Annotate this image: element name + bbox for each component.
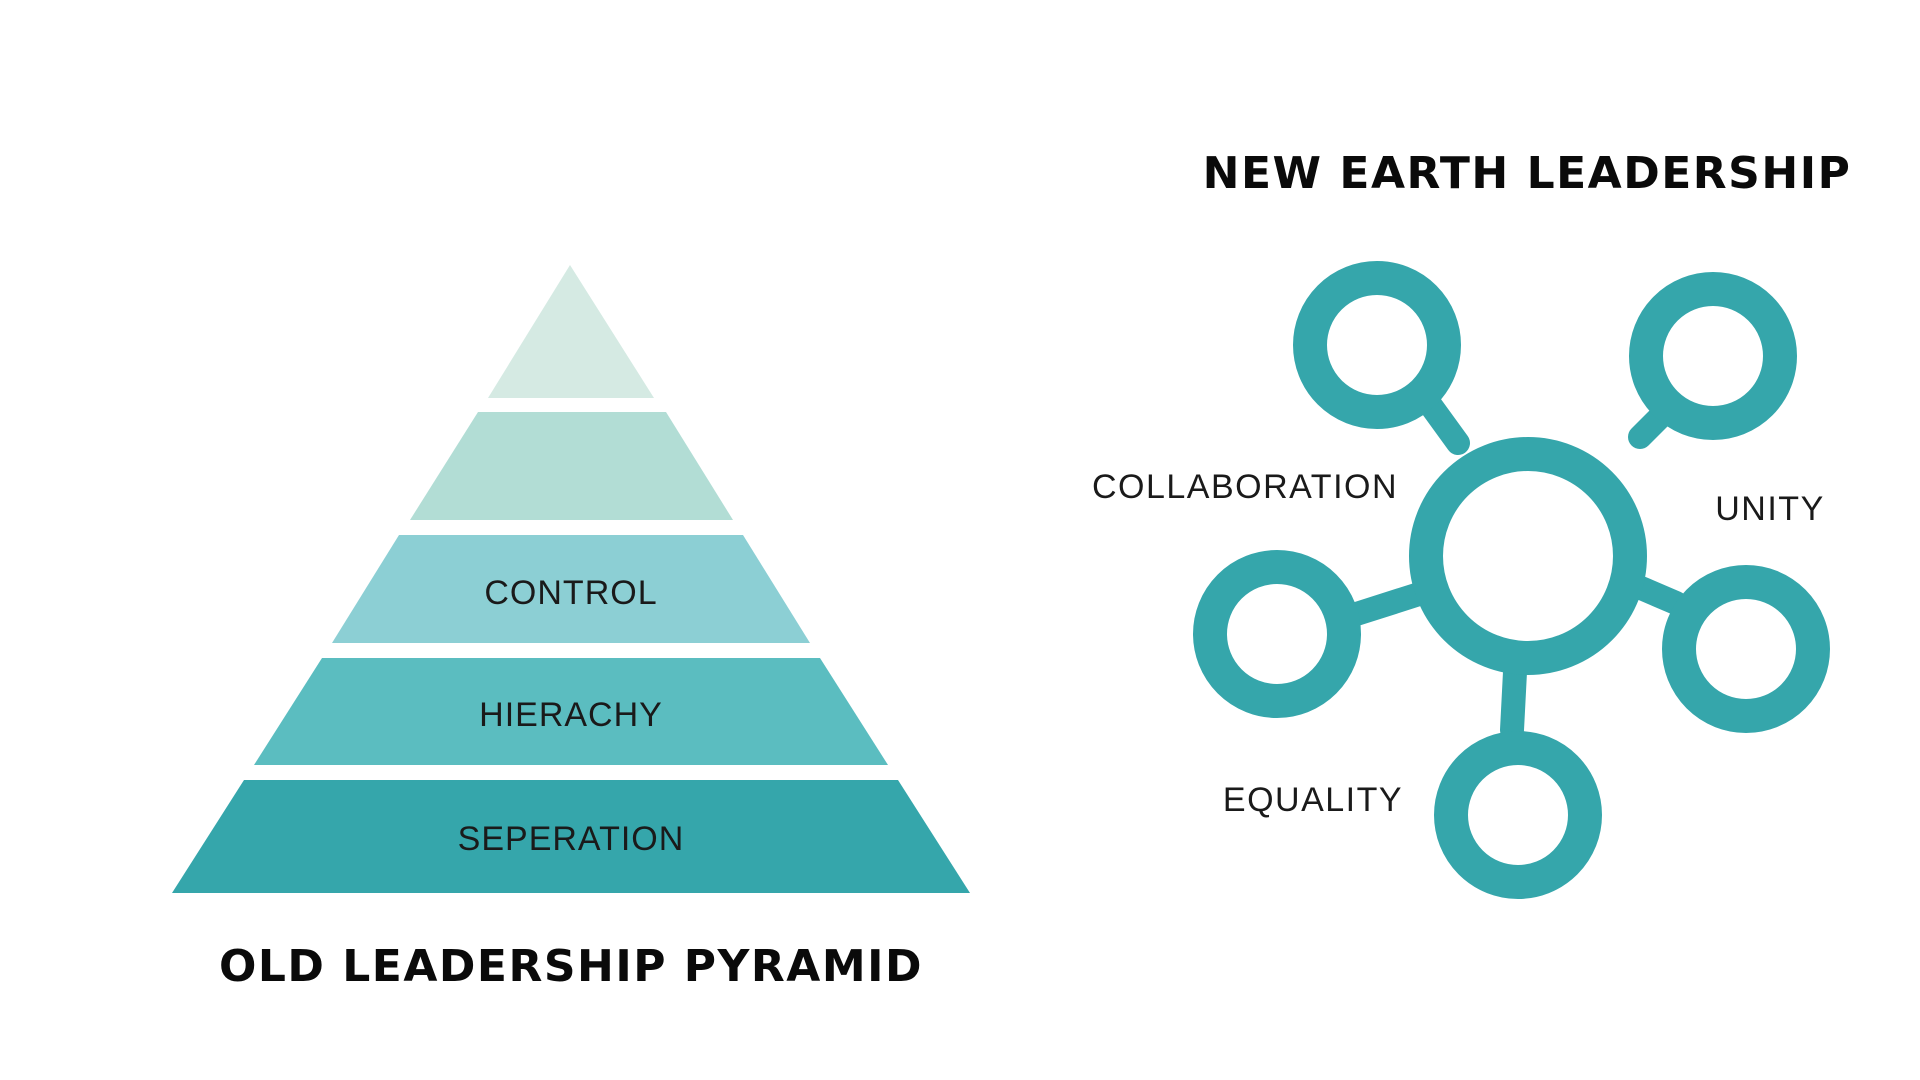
leadership-network: NEW EARTH LEADERSHIP COLLABORATION UNITY… (1092, 148, 1852, 899)
old-leadership-title: OLD LEADERSHIP PYRAMID (219, 941, 923, 992)
pyramid-tier-upper (410, 412, 733, 520)
leadership-pyramid: CONTROL HIERACHY SEPERATION OLD LEADERSH… (172, 265, 970, 992)
pyramid-label-control: CONTROL (484, 574, 657, 612)
node-center-hub (1409, 437, 1647, 675)
pyramid-tier-apex (488, 265, 654, 398)
pyramid-tier-control (332, 535, 810, 643)
pyramid-label-hierachy: HIERACHY (479, 696, 663, 734)
pyramid-tier-hierachy (254, 658, 888, 765)
value-label-unity: UNITY (1715, 490, 1825, 528)
value-label-collaboration: COLLABORATION (1092, 468, 1398, 506)
node-bottom (1434, 731, 1602, 899)
pyramid-label-seperation: SEPERATION (458, 820, 685, 858)
new-leadership-title: NEW EARTH LEADERSHIP (1203, 148, 1852, 199)
node-right (1662, 565, 1830, 733)
connector-right (1629, 576, 1688, 615)
pyramid-tier-seperation (172, 780, 970, 893)
value-label-equality: EQUALITY (1223, 781, 1403, 819)
node-top-left (1293, 261, 1461, 429)
connector-left (1335, 583, 1428, 629)
connector-bottom (1500, 660, 1527, 742)
node-left (1193, 550, 1361, 718)
node-top-right (1629, 272, 1797, 440)
